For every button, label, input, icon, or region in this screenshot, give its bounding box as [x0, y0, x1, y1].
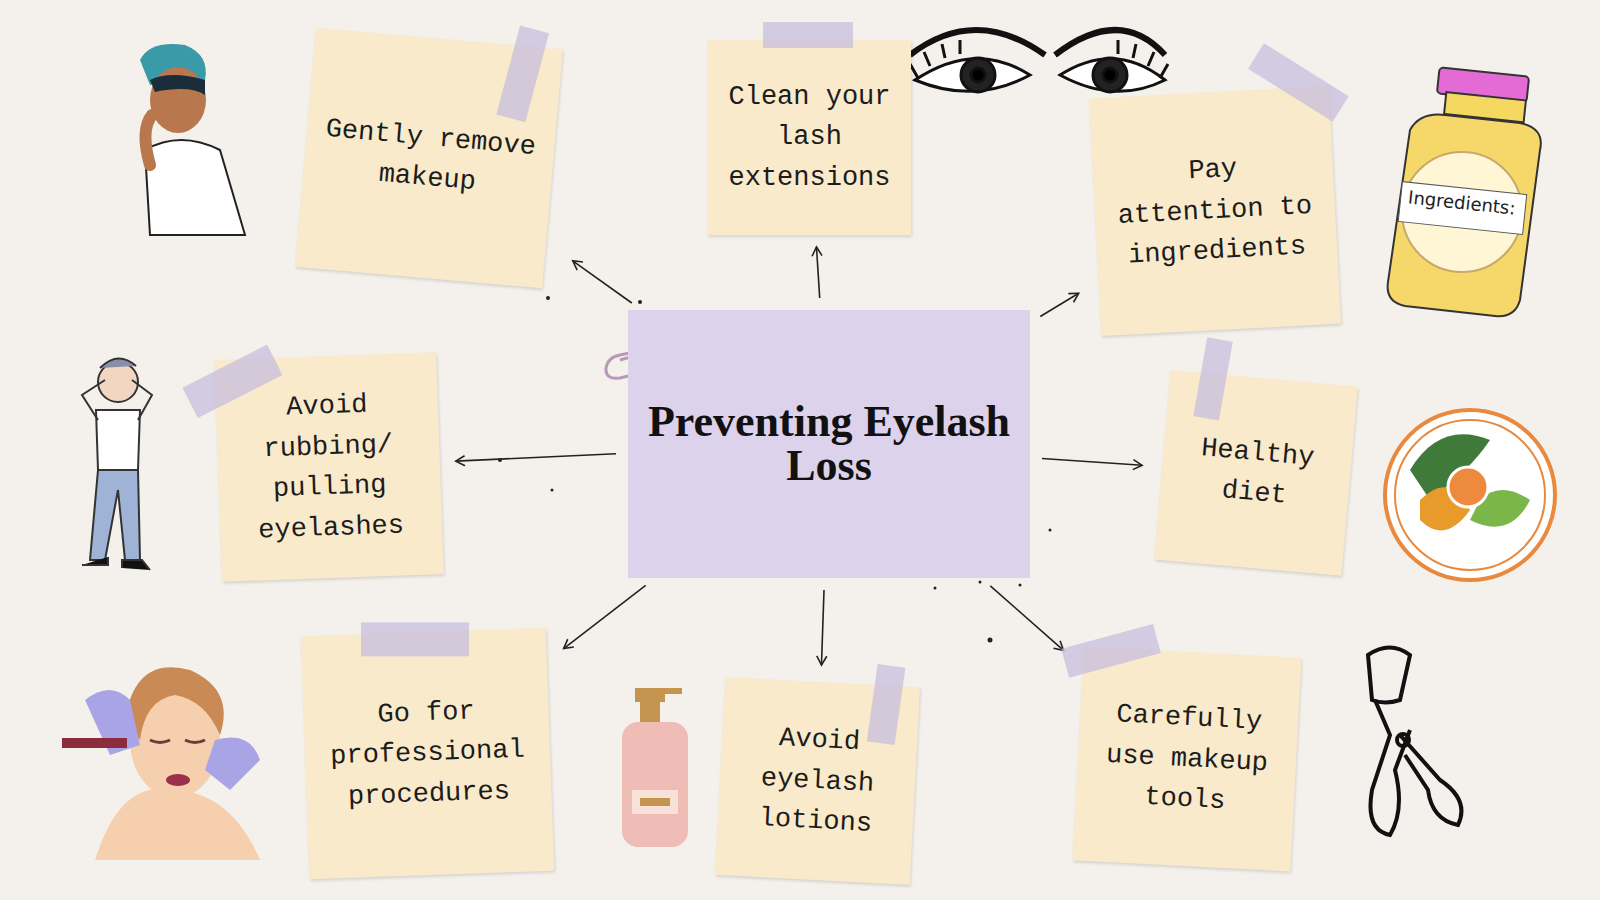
sticky-note: Gently remove makeup — [295, 28, 563, 289]
tape-strip — [867, 664, 906, 745]
sticky-note: Carefully use makeup tools — [1073, 646, 1302, 871]
eyes-drawing — [910, 30, 1168, 92]
salad-plate — [1385, 410, 1555, 580]
tape-strip — [182, 345, 282, 418]
note-text: Avoid rubbing/ pulling eyelashes — [233, 383, 425, 551]
tape-strip — [1193, 337, 1232, 420]
note-text: Pay attention to ingredients — [1110, 145, 1320, 277]
sticky-note: Avoid rubbing/ pulling eyelashes — [214, 352, 444, 582]
note-text: Clean your lash extensions — [726, 77, 893, 199]
person-touching-eye — [140, 44, 245, 235]
sticky-note: Clean your lash extensions — [708, 40, 911, 235]
sticky-note: Go for professional procedures — [301, 628, 554, 879]
splatter-dots — [498, 296, 1052, 643]
lotion-bottle — [622, 688, 688, 847]
central-box: Preventing Eyelash Loss — [628, 310, 1030, 578]
note-text: Gently remove makeup — [320, 108, 538, 207]
tape-strip — [1061, 624, 1161, 678]
ingredients-bottle — [1388, 67, 1541, 316]
note-text: Healthy diet — [1177, 426, 1335, 520]
note-text: Carefully use makeup tools — [1093, 694, 1281, 825]
tape-strip — [361, 622, 469, 656]
eyelash-curler — [1368, 648, 1461, 836]
heading-text: Preventing Eyelash Loss — [628, 400, 1030, 488]
arrow-connector — [456, 454, 616, 461]
woman-procedure — [62, 667, 260, 860]
arrow-connector — [1040, 293, 1078, 316]
sticky-note: Pay attention to ingredients — [1089, 86, 1341, 336]
sticky-note: Healthy diet — [1154, 370, 1358, 576]
arrow-connector — [990, 586, 1063, 650]
arrow-connector — [573, 261, 632, 303]
arrow-connector — [564, 585, 646, 648]
arrow-connector — [816, 247, 819, 298]
arrow-connector — [1042, 458, 1142, 465]
arrow-connector — [821, 590, 824, 665]
person-rubbing-eyes — [82, 358, 152, 570]
note-text: Go for professional procedures — [321, 689, 534, 818]
tape-strip — [496, 26, 549, 123]
tape-strip — [763, 22, 853, 48]
sticky-note: Avoid eyelash lotions — [715, 677, 920, 885]
tape-strip — [1248, 43, 1349, 121]
